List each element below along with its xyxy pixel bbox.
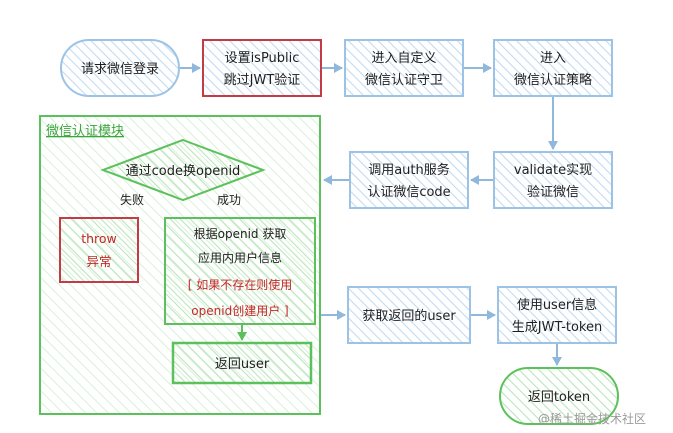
node-return-token: 返回token (499, 367, 619, 425)
node-get-user-info-line2: 应用内用户信息 (198, 250, 282, 265)
node-throw-line2: 异常 (86, 254, 111, 269)
node-return-user-label: 返回user (215, 357, 270, 372)
node-custom-guard-line2: 微信认证守卫 (365, 73, 443, 88)
node-start: 请求微信登录 (60, 39, 180, 97)
node-got-user: 获取返回的user (347, 286, 471, 344)
node-set-public: 设置isPublic 跳过JWT验证 (202, 39, 322, 97)
node-validate-line1: validate实现 (514, 163, 592, 178)
node-got-user-label: 获取返回的user (362, 308, 456, 324)
node-create-note-line2: openid创建用户 ] (191, 303, 288, 318)
node-start-label: 请求微信登录 (81, 62, 159, 77)
node-throw: throw 异常 (59, 217, 139, 283)
node-exchange-decision: 通过code换openid (100, 138, 266, 202)
node-exchange-label: 通过code换openid (126, 164, 241, 179)
node-gen-token: 使用user信息 生成JWT-token (497, 286, 617, 344)
node-auth-service: 调用auth服务 认证微信code (349, 151, 469, 209)
node-custom-guard-line1: 进入自定义 (371, 51, 436, 66)
edge-label-success: 成功 (217, 193, 241, 207)
edge-label-fail: 失败 (120, 192, 144, 207)
node-validate: validate实现 验证微信 (493, 151, 613, 209)
node-strategy: 进入 微信认证策略 (493, 39, 613, 97)
node-auth-service-line2: 认证微信code (367, 185, 450, 200)
node-return-token-label: 返回token (528, 390, 590, 405)
node-custom-guard: 进入自定义 微信认证守卫 (344, 39, 464, 97)
node-return-user: 返回user (171, 341, 313, 385)
node-gen-token-line2: 生成JWT-token (512, 320, 602, 335)
node-throw-line1: throw (81, 231, 117, 246)
node-validate-line2: 验证微信 (527, 184, 579, 200)
watermark: @稀土掘金技术社区 (538, 411, 646, 426)
node-get-user-info-line1: 根据openid 获取 (194, 227, 287, 241)
group-title: 微信认证模块 (46, 124, 124, 139)
node-set-public-line1: 设置isPublic (225, 51, 300, 66)
node-gen-token-line1: 使用user信息 (517, 297, 597, 313)
node-strategy-line1: 进入 (540, 51, 566, 66)
node-set-public-line2: 跳过JWT验证 (224, 72, 301, 88)
node-strategy-line2: 微信认证策略 (514, 72, 592, 88)
node-auth-service-line1: 调用auth服务 (368, 162, 450, 178)
edges (180, 63, 562, 366)
node-get-user-info: 根据openid 获取 应用内用户信息 [ 如果不存在则使用 openid创建用… (164, 217, 316, 325)
node-create-note-line1: [ 如果不存在则使用 (188, 277, 293, 292)
